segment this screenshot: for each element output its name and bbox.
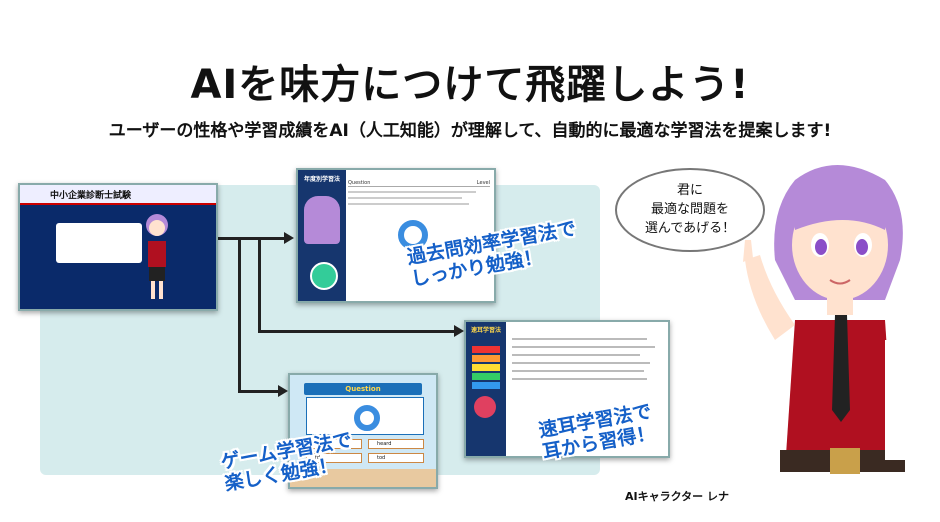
sidebar-avatar	[304, 196, 340, 244]
character-mini-icon	[146, 214, 168, 299]
past-exam-side-label: 年度別学習法	[303, 176, 340, 183]
town-backdrop	[290, 469, 436, 487]
page-subtitle: ユーザーの性格や学習成績をAI（人工知能）が理解して、自動的に最適な学習法を提案…	[108, 121, 832, 141]
page-title: AIを味方につけて飛躍しよう!	[190, 62, 750, 108]
character-caption: AIキャラクター レナ	[625, 490, 729, 503]
speed-bar	[472, 373, 500, 380]
character-speech-bubble: 君に 最適な問題を 選んであげる！	[615, 168, 765, 252]
game-option: tod	[368, 453, 424, 463]
game-option: fd	[306, 453, 362, 463]
arrowhead-past-exam	[284, 232, 294, 244]
audio-side-label: 速耳学習法	[470, 327, 501, 334]
speed-bar	[472, 355, 500, 362]
player-control-icon	[310, 262, 338, 290]
arrow-line-vertical-2	[238, 240, 241, 392]
arrow-line-vertical-1	[258, 240, 261, 332]
ai-character-illustration	[743, 165, 915, 480]
main-app-message-box	[56, 223, 142, 263]
audio-learning-screenshot: 速耳学習法	[464, 320, 670, 458]
audio-text-body	[512, 332, 662, 450]
past-exam-body: Question Level	[348, 180, 490, 297]
game-learning-screenshot: Question found heard fd tod	[288, 373, 438, 489]
arrowhead-audio	[454, 325, 464, 337]
main-app-screenshot: 中小企業診断士試験	[18, 183, 218, 311]
arrow-to-audio	[258, 330, 454, 333]
loading-ring-icon	[398, 220, 428, 250]
arrow-to-past-exam	[214, 237, 284, 240]
level-header: Level	[476, 180, 490, 186]
audio-sidebar: 速耳学習法	[466, 322, 506, 456]
past-exam-screenshot: 年度別学習法 Question Level	[296, 168, 496, 303]
game-ring-icon	[354, 405, 380, 431]
arrow-to-game	[238, 390, 278, 393]
question-header: Question	[348, 180, 371, 186]
game-option: heard	[368, 439, 424, 449]
past-exam-sidebar: 年度別学習法	[298, 170, 346, 301]
speed-bar	[472, 382, 500, 389]
pause-button-icon	[474, 396, 496, 418]
arrowhead-game	[278, 385, 288, 397]
main-app-title-bar: 中小企業診断士試験	[20, 185, 216, 205]
speed-bar	[472, 346, 500, 353]
speed-bar	[472, 364, 500, 371]
game-option: found	[306, 439, 362, 449]
game-question-header: Question	[304, 383, 422, 395]
